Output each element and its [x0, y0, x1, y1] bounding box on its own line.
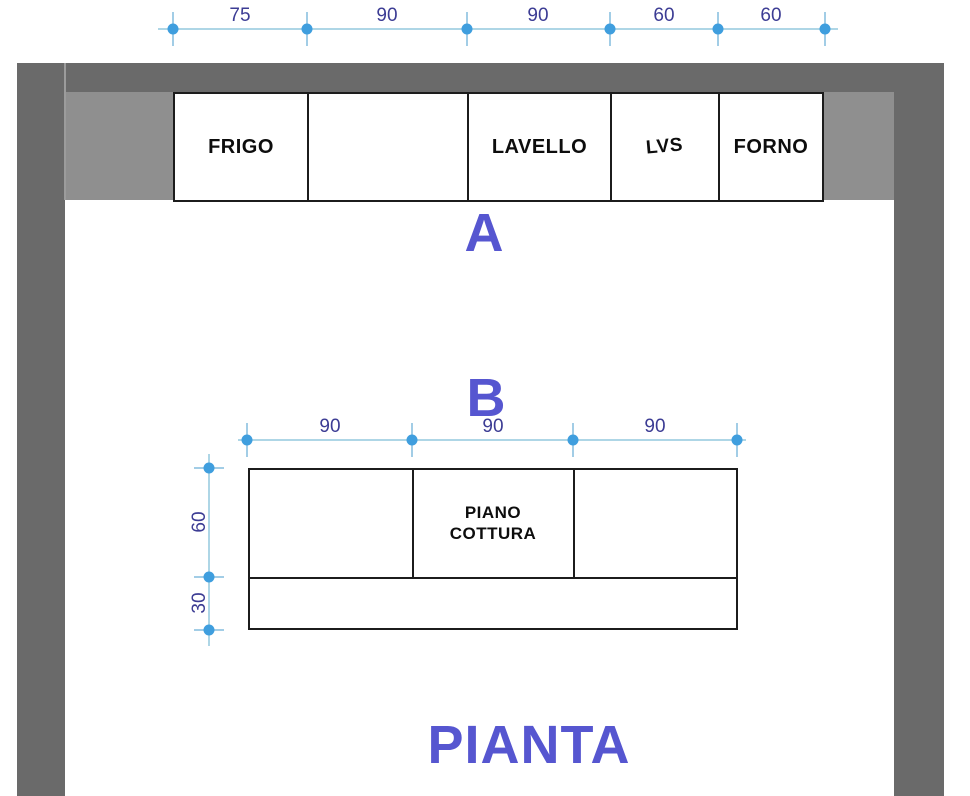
dimension-dot [301, 23, 313, 35]
section-a-label: A [464, 203, 504, 263]
dimension-value: 30 [189, 592, 210, 614]
cabinet-forno-label: FORNO [733, 135, 809, 158]
section-b-label: B [466, 368, 506, 428]
cabinet-forno: FORNO [718, 92, 824, 202]
dimension-dot [604, 23, 616, 35]
island-outline [248, 468, 738, 630]
dimension-value: 60 [653, 5, 675, 26]
right-wall [894, 92, 944, 796]
dimension-line [208, 454, 210, 646]
dimension-dot [731, 434, 743, 446]
cabinet-lvs: LVS [610, 92, 720, 202]
dimension-dot [203, 624, 215, 636]
cabinet-empty [307, 92, 469, 202]
dimension-line [238, 439, 746, 441]
island-divider [250, 577, 736, 579]
wall-seam [64, 63, 66, 200]
cabinet-lvs-label: LVS [645, 134, 685, 159]
cabinet-lavello: LAVELLO [467, 92, 612, 202]
cabinet-lavello-label: LAVELLO [491, 135, 588, 158]
dimension-dot [819, 23, 831, 35]
island-divider [412, 470, 414, 577]
dimension-value: 75 [229, 5, 251, 26]
dimension-dot [203, 571, 215, 583]
dimension-dot [461, 23, 473, 35]
page-title: PIANTA [427, 715, 631, 775]
top-wall [65, 63, 944, 92]
cabinet-frigo: FRIGO [173, 92, 309, 202]
dimension-value: 90 [319, 416, 341, 437]
dimension-dot [406, 434, 418, 446]
island-divider [573, 470, 575, 577]
dimension-value: 90 [644, 416, 666, 437]
dimension-value: 90 [482, 416, 504, 437]
dimension-dot [167, 23, 179, 35]
dimension-dot [241, 434, 253, 446]
dimension-value: 60 [760, 5, 782, 26]
cabinet-frigo-label: FRIGO [208, 135, 274, 158]
dimension-value: 90 [376, 5, 398, 26]
cooktop-label: PIANO COTTURA [449, 503, 537, 543]
dimension-dot [203, 462, 215, 474]
dimension-dot [567, 434, 579, 446]
left-wall [17, 63, 65, 796]
dimension-value: 60 [189, 511, 210, 533]
dimension-value: 90 [527, 5, 549, 26]
dimension-dot [712, 23, 724, 35]
dimension-line [158, 28, 838, 30]
